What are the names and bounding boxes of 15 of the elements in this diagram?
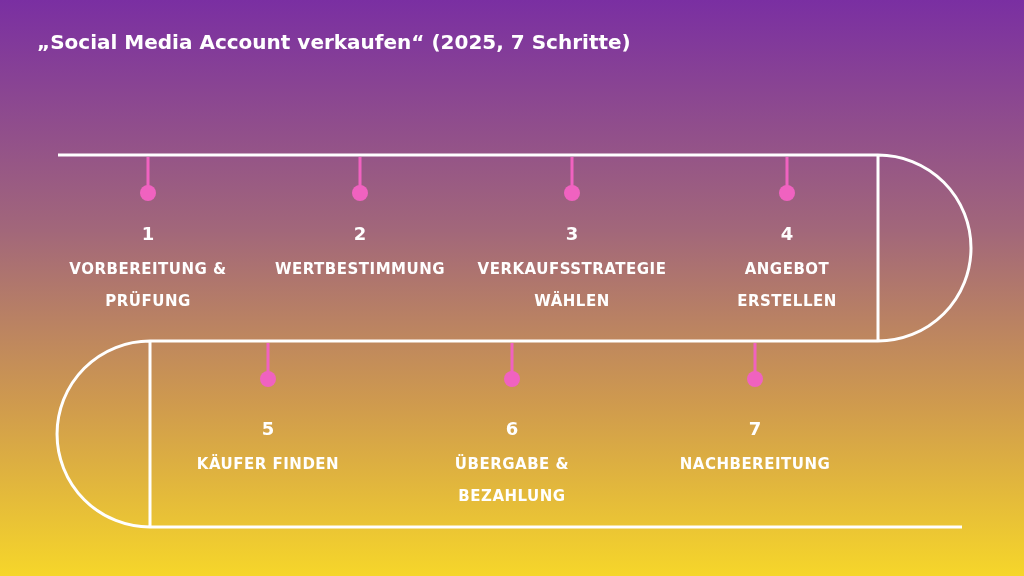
- step-title: NACHBEREITUNG: [678, 454, 832, 475]
- step-number: 7: [747, 418, 763, 439]
- step-number: 3: [564, 223, 580, 244]
- step-title: VERKAUFSSTRATEGIE WÄHLEN: [476, 259, 668, 312]
- step-number: 4: [779, 223, 795, 244]
- step-number: 1: [140, 223, 156, 244]
- step-number: 6: [504, 418, 520, 439]
- step-number: 2: [352, 223, 368, 244]
- step-number: 5: [260, 418, 276, 439]
- step-title: KÄUFER FINDEN: [195, 453, 341, 475]
- title: „Social Media Account verkaufen“ (2025, 7 Schritte): [37, 30, 631, 54]
- step-title: ANGEBOT ERSTELLEN: [736, 259, 838, 312]
- step-title: WERTBESTIMMUNG: [273, 259, 447, 280]
- step-title: VORBEREITUNG & PRÜFUNG: [68, 259, 228, 312]
- step-title: ÜBERGABE & BEZAHLUNG: [453, 453, 571, 507]
